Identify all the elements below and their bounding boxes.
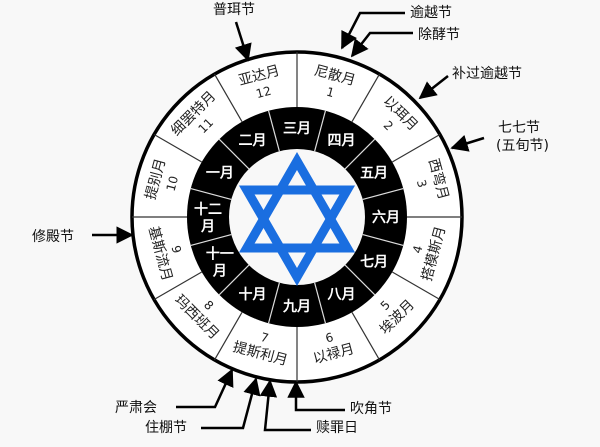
gregorian-month: 四月 [328,133,356,149]
svg-text:八月: 八月 [327,287,356,303]
svg-text:3: 3 [414,178,430,189]
svg-text:三月: 三月 [283,121,311,137]
festival-pentecost: (五旬节) [496,138,549,154]
gregorian-month: 七月 [360,255,388,271]
svg-text:十二: 十二 [194,201,222,218]
festival-passover: 逾越节 [410,5,452,21]
svg-text:一月: 一月 [206,166,234,182]
svg-text:九月: 九月 [282,299,311,315]
svg-text:月: 月 [212,264,227,280]
svg-text:四月: 四月 [328,133,356,149]
svg-text:十一: 十一 [206,246,234,263]
svg-text:4: 4 [410,244,426,255]
svg-text:月: 月 [200,219,215,235]
festival-atonement-arrow [259,379,311,432]
gregorian-month: 三月 [283,121,311,137]
gregorian-month: 一月 [206,166,234,182]
festival-dedication: 修殿节 [32,229,74,245]
svg-text:9: 9 [169,244,185,255]
festival-passover-arrow [340,11,405,50]
festival-weeks: 七七节 [498,120,540,136]
star-of-david-icon [238,151,356,287]
svg-text:12: 12 [254,84,272,101]
festival-purim: 普珥节 [213,2,255,18]
svg-text:7: 7 [259,330,270,346]
svg-text:五月: 五月 [360,166,388,182]
gregorian-month: 十月 [239,286,267,303]
svg-text:十月: 十月 [239,286,267,303]
gregorian-month: 十一月 [206,246,234,280]
festival-tabernacles-arrow [201,377,261,430]
festival-solemn-assembly-arrow [176,368,234,409]
festival-unleavened-arrow [350,31,413,58]
svg-text:二月: 二月 [239,133,267,149]
gregorian-month: 十二月 [194,201,222,235]
festival-tabernacles: 住棚节 [145,420,187,436]
gregorian-month: 二月 [239,133,267,149]
festival-unleavened-bread: 除酵节 [418,27,460,43]
gregorian-month: 六月 [372,209,400,226]
festival-second-passover: 补过逾越节 [452,66,522,82]
festival-weeks-arrow [450,134,485,152]
festival-trumpets: 吹角节 [350,401,392,417]
festival-purim-arrow [234,21,252,62]
gregorian-month: 五月 [360,166,388,182]
festival-atonement: 赎罪日 [316,420,358,436]
svg-text:10: 10 [164,174,181,192]
festival-solemn-assembly: 严肃会 [115,400,157,416]
svg-text:6: 6 [324,330,335,346]
festival-second-passover-arrow [418,75,449,100]
svg-text:1: 1 [325,85,336,101]
festival-trumpets-arrow [287,380,345,412]
svg-text:六月: 六月 [372,209,400,226]
gregorian-month: 八月 [327,287,356,303]
gregorian-month: 九月 [282,299,311,315]
svg-text:七月: 七月 [360,255,388,271]
